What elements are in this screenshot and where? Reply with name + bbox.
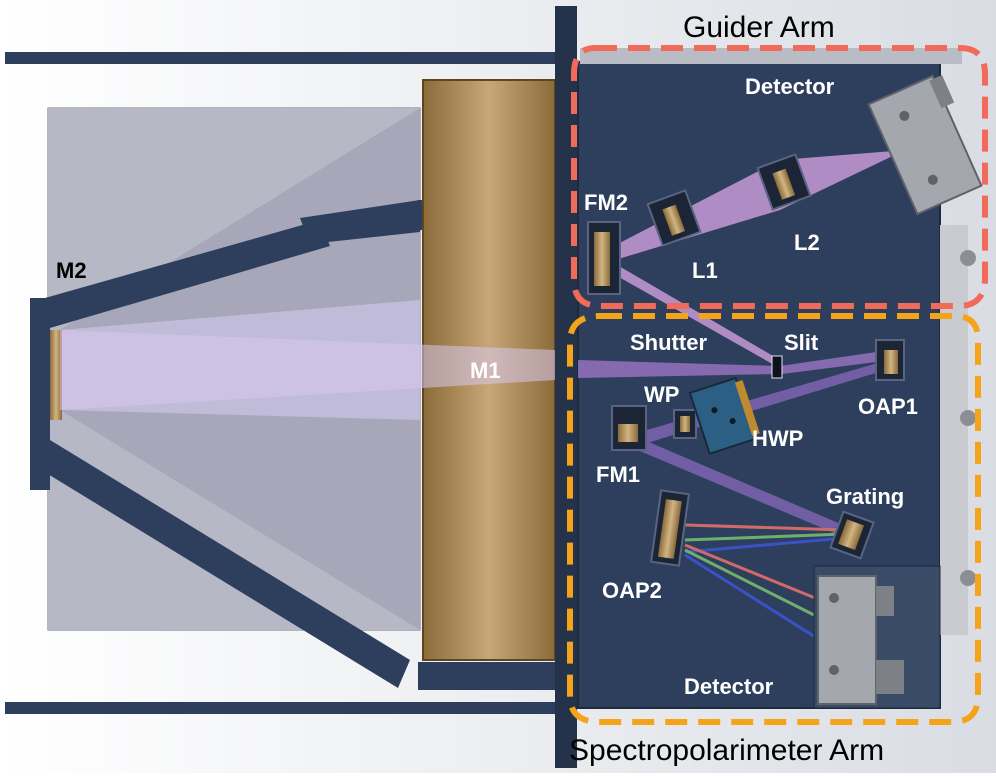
fm2-mirror (594, 232, 610, 286)
oap1-mirror (884, 350, 898, 374)
rail-bolt-2 (960, 410, 976, 426)
wp-plate (680, 416, 690, 432)
wp-label: WP (644, 382, 679, 407)
bench-side-rail (940, 225, 968, 635)
hwp-assembly (688, 376, 760, 456)
bottom-rail (5, 702, 565, 714)
guider-arm-title: Guider Arm (683, 11, 835, 44)
m2-mount (30, 298, 50, 490)
l1-lens (662, 204, 686, 236)
strut-lower-mount (418, 662, 558, 690)
m1-label: M1 (470, 358, 501, 383)
dispersed-red-1 (684, 523, 846, 532)
slit-mount (771, 355, 783, 379)
strut-upper-join (300, 200, 420, 244)
fm1-to-grating-beam (628, 434, 850, 538)
bench-top-cover (580, 48, 962, 64)
guider-detector (867, 74, 983, 216)
l2-lens (772, 168, 796, 200)
oap2-mirror (657, 499, 682, 559)
mounting-plate (555, 6, 577, 768)
strut-upper (38, 220, 330, 328)
oap1-label: OAP1 (858, 394, 918, 419)
fm2-label: FM2 (584, 190, 628, 215)
dispersed-green-2 (684, 548, 821, 620)
dispersed-red-2 (684, 543, 821, 602)
grating-label: Grating (826, 484, 904, 509)
rail-bolt-3 (960, 570, 976, 586)
spectro-detector-label: Detector (684, 674, 774, 699)
guider-feed-beam (610, 262, 780, 366)
m1-beam (60, 330, 555, 410)
guider-arm-outline (571, 45, 988, 309)
fm1-label: FM1 (596, 462, 640, 487)
dispersed-green-1 (684, 532, 846, 542)
dispersed-blue-1 (684, 536, 846, 554)
top-rail (5, 52, 565, 64)
strut-lower (38, 440, 410, 688)
spectropolarimeter-arm-outline (567, 313, 981, 725)
grating-element (838, 519, 864, 550)
spectropolarimeter-arm-title: Spectropolarimeter Arm (569, 734, 884, 767)
dispersed-blue-2 (684, 553, 821, 642)
hwp-label: HWP (752, 426, 803, 451)
slit-to-oap1-beam (780, 350, 892, 374)
rail-bolt-1 (960, 250, 976, 266)
l1-label: L1 (692, 258, 718, 283)
m2-mirror (50, 330, 62, 420)
entrance-beam (578, 360, 780, 378)
oap2-label: OAP2 (602, 578, 662, 603)
fm1-mirror (618, 424, 638, 442)
shutter-label: Shutter (630, 330, 707, 355)
m2-label: M2 (56, 258, 87, 283)
spectro-detector (817, 575, 904, 705)
l2-label: L2 (794, 230, 820, 255)
slit-label: Slit (784, 330, 819, 355)
guider-detector-label: Detector (745, 74, 835, 99)
